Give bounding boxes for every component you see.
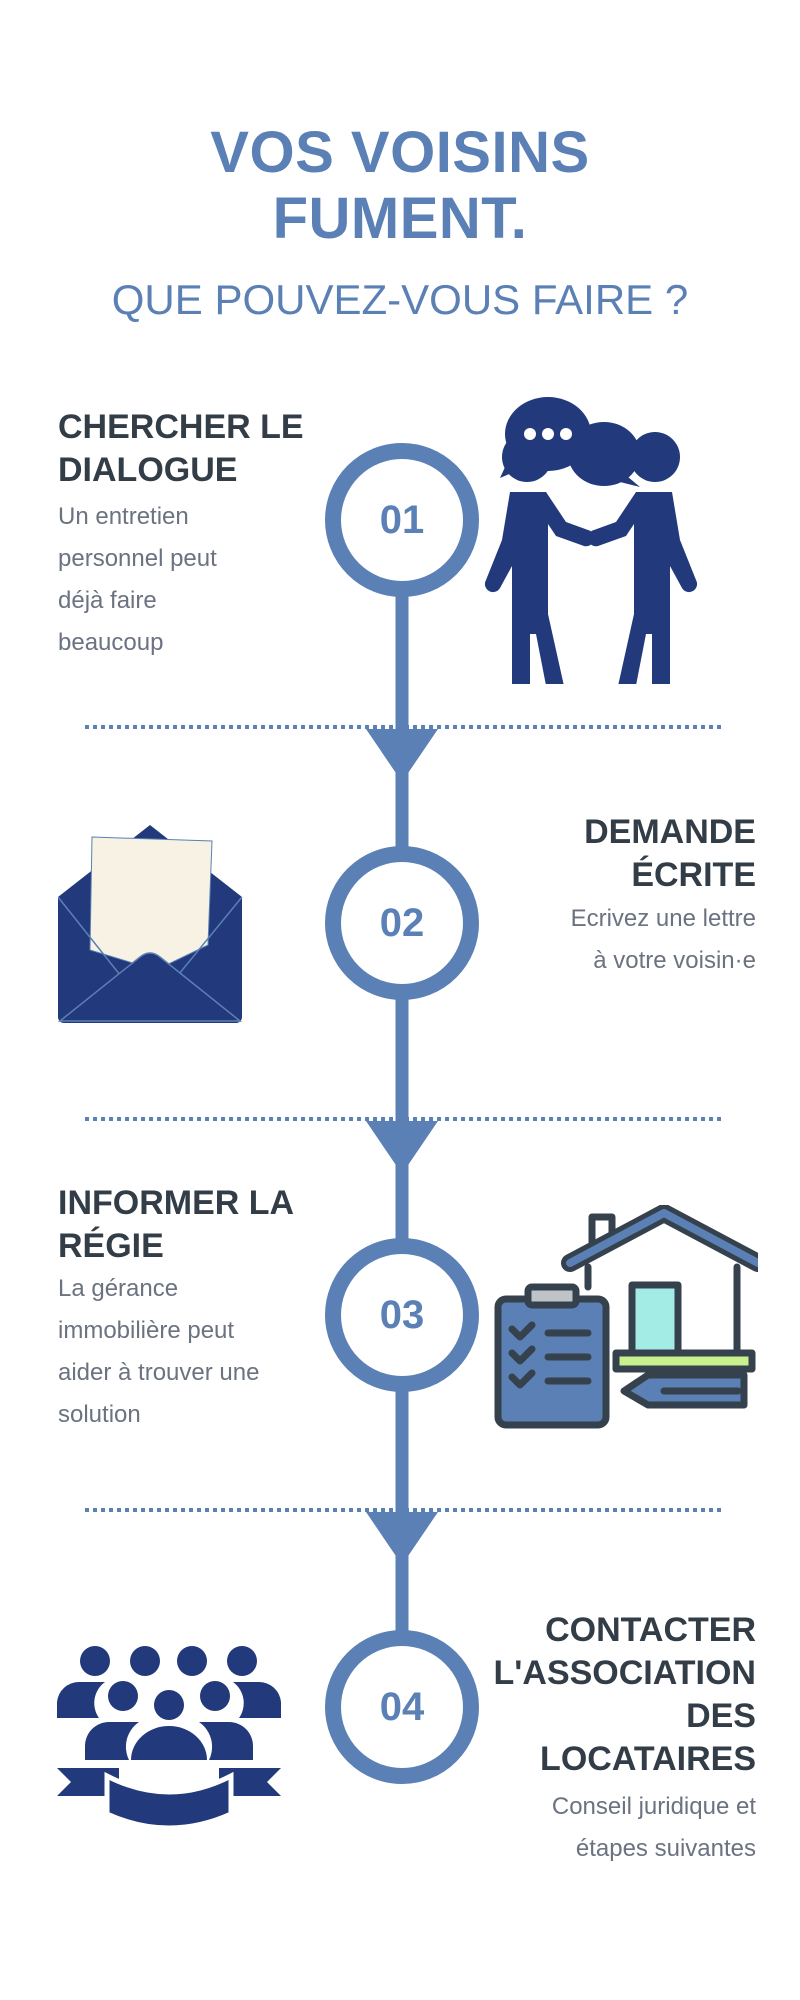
heading-line: CHERCHER LE	[58, 408, 304, 446]
step-number-2: 02	[379, 901, 425, 945]
heading-line: DIALOGUE	[58, 451, 238, 489]
title-line-2: FUMENT.	[272, 186, 528, 251]
body-line: Un entretien	[58, 503, 189, 530]
step-number-1: 01	[379, 498, 425, 542]
step-4-text: CONTACTER L'ASSOCIATION DES LOCATAIRES C…	[436, 1609, 756, 1870]
step-3-text: INFORMER LA RÉGIE La gérance immobilière…	[58, 1182, 358, 1436]
heading-line: L'ASSOCIATION	[493, 1654, 756, 1692]
heading-line: INFORMER LA	[58, 1184, 295, 1222]
step-3-heading: INFORMER LA RÉGIE	[58, 1182, 358, 1268]
step-4-body: Conseil juridique et étapes suivantes	[436, 1786, 756, 1870]
body-line: beaucoup	[58, 629, 164, 656]
title-line-1: VOS VOISINS	[210, 120, 590, 185]
body-line: déjà faire	[58, 587, 157, 614]
step-circle-3	[325, 1238, 479, 1392]
body-line: étapes suivantes	[575, 1835, 756, 1862]
step-number-3: 03	[379, 1293, 425, 1337]
step-2-body: Ecrivez une lettre à votre voisin·e	[436, 898, 756, 982]
step-circle-2	[325, 846, 479, 1000]
arrow-down-icon	[366, 1512, 438, 1565]
arrow-down-icon	[366, 1121, 438, 1174]
subtitle: QUE POUVEZ-VOUS FAIRE ?	[111, 276, 689, 323]
house-clipboard-icon	[494, 1205, 758, 1429]
body-line: personnel peut	[58, 545, 217, 572]
heading-line: RÉGIE	[58, 1227, 164, 1265]
step-circle-4	[325, 1630, 479, 1784]
body-line: à votre voisin·e	[593, 947, 756, 974]
step-4-heading: CONTACTER L'ASSOCIATION DES LOCATAIRES	[436, 1609, 756, 1781]
step-3-body: La gérance immobilière peut aider à trou…	[58, 1268, 358, 1436]
body-line: immobilière peut	[58, 1317, 235, 1344]
step-1-heading: CHERCHER LE DIALOGUE	[58, 406, 358, 492]
step-2-text: DEMANDE ÉCRITE Ecrivez une lettre à votr…	[436, 811, 756, 982]
arrow-down-icon	[366, 729, 438, 782]
group-people-icon	[57, 1646, 281, 1831]
two-people-talking-icon	[484, 397, 698, 684]
envelope-letter-icon	[58, 825, 243, 1023]
body-line: aider à trouver une	[58, 1359, 260, 1386]
step-2-heading: DEMANDE ÉCRITE	[436, 811, 756, 897]
body-line: solution	[58, 1401, 141, 1428]
heading-line: DEMANDE	[584, 813, 756, 851]
heading-line: DES	[686, 1697, 756, 1735]
step-number-4: 04	[379, 1685, 425, 1729]
step-circle-1	[325, 443, 479, 597]
step-1-body: Un entretien personnel peut déjà faire b…	[58, 496, 358, 664]
heading-line: ÉCRITE	[631, 856, 756, 894]
heading-line: CONTACTER	[545, 1611, 756, 1649]
step-1-text: CHERCHER LE DIALOGUE Un entretien person…	[58, 406, 358, 664]
body-line: Conseil juridique et	[551, 1793, 756, 1820]
body-line: La gérance	[58, 1275, 179, 1302]
body-line: Ecrivez une lettre	[570, 905, 756, 932]
heading-line: LOCATAIRES	[540, 1740, 756, 1778]
